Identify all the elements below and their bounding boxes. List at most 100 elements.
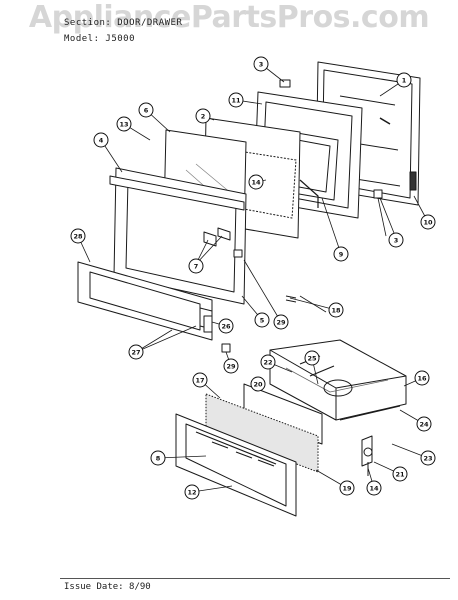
callout-circle — [93, 132, 109, 148]
callout-label: 8 — [156, 455, 161, 463]
callout-circle — [192, 372, 208, 388]
callout-circle — [70, 228, 86, 244]
callout-label: 14 — [251, 179, 261, 187]
callout-circle — [420, 214, 436, 230]
callout-label: 11 — [231, 97, 241, 105]
callout-circle — [150, 450, 166, 466]
callout-label: 12 — [187, 489, 196, 497]
callout-label: 22 — [263, 359, 272, 367]
callout-label: 27 — [131, 349, 140, 357]
callout-label: 14 — [369, 485, 379, 493]
callout-circle — [138, 102, 154, 118]
callout-circle — [339, 480, 355, 496]
callout-label: 28 — [73, 233, 83, 241]
callout-label: 24 — [419, 421, 429, 429]
callout-circle — [218, 318, 234, 334]
callout-label: 25 — [307, 355, 317, 363]
callout-c4: 4 — [93, 132, 109, 148]
model-title: Model: J5000 — [64, 34, 136, 44]
callout-c12: 12 — [184, 484, 200, 500]
callout-c9: 9 — [333, 246, 349, 262]
callout-circle — [366, 480, 382, 496]
part-front-door-frame — [109, 167, 247, 305]
part-drawer-slide — [361, 435, 373, 476]
callout-circle — [128, 344, 144, 360]
callout-c29a: 29 — [273, 314, 289, 330]
callout-circle — [392, 466, 408, 482]
callout-c24: 24 — [416, 416, 432, 432]
callout-label: 2 — [201, 113, 206, 121]
callout-circle — [388, 232, 404, 248]
issue-date: Issue Date: 8/90 — [64, 582, 151, 592]
part-drawer-body — [269, 339, 407, 421]
callout-label: 16 — [417, 375, 427, 383]
part-drawer-outer-panel — [175, 413, 297, 517]
callout-circle — [228, 92, 244, 108]
part-drawer-front — [205, 383, 323, 473]
callout-circle — [414, 370, 430, 386]
callout-label: 29 — [276, 319, 286, 327]
callout-c6: 6 — [138, 102, 154, 118]
callout-circle — [260, 354, 276, 370]
callout-c22: 22 — [260, 354, 276, 370]
callout-label: 1 — [402, 77, 407, 85]
callout-circle — [116, 116, 132, 132]
callout-label: 26 — [221, 323, 231, 331]
callout-label: 3 — [394, 237, 399, 245]
callout-label: 13 — [119, 121, 128, 129]
callout-label: 5 — [260, 317, 265, 325]
callout-c10: 10 — [420, 214, 436, 230]
callout-c29b: 29 — [223, 358, 239, 374]
callout-c28: 28 — [70, 228, 86, 244]
callout-c11: 11 — [228, 92, 244, 108]
callout-circle — [396, 72, 412, 88]
callout-circle — [184, 484, 200, 500]
callout-label: 9 — [339, 251, 344, 259]
callout-c25: 25 — [304, 350, 320, 366]
callout-circle — [416, 416, 432, 432]
section-title: Section: DOOR/DRAWER — [64, 18, 183, 28]
callout-circle — [248, 174, 264, 190]
callout-c3a: 3 — [253, 56, 269, 72]
callout-label: 23 — [423, 455, 432, 463]
callout-circle — [253, 56, 269, 72]
footer-rule — [60, 578, 450, 579]
callout-label: 7 — [194, 263, 199, 271]
callout-c14b: 14 — [366, 480, 382, 496]
callout-label: 10 — [423, 219, 433, 227]
callout-c23: 23 — [420, 450, 436, 466]
callout-label: 21 — [395, 471, 405, 479]
callout-c13: 13 — [116, 116, 132, 132]
callout-circle — [250, 376, 266, 392]
part-small-clips — [221, 79, 383, 353]
callout-label: 18 — [331, 307, 341, 315]
callout-circle — [273, 314, 289, 330]
callout-circle — [254, 312, 270, 328]
callout-label: 29 — [226, 363, 236, 371]
callout-c2: 2 — [195, 108, 211, 124]
callout-circle — [304, 350, 320, 366]
callout-circle — [420, 450, 436, 466]
callout-label: 6 — [144, 107, 149, 115]
callout-circle — [333, 246, 349, 262]
callout-c1: 1 — [396, 72, 412, 88]
callout-c3b: 3 — [388, 232, 404, 248]
callout-label: 19 — [342, 485, 352, 493]
callout-label: 4 — [99, 137, 104, 145]
callout-c16: 16 — [414, 370, 430, 386]
callout-c5: 5 — [254, 312, 270, 328]
callout-label: 20 — [253, 381, 263, 389]
callout-markers: 1233456789101112131414161718192021222324… — [70, 56, 436, 500]
callout-c19: 19 — [339, 480, 355, 496]
part-kick-panel — [77, 261, 213, 341]
watermark: AppliancePartsPros.com — [28, 0, 430, 35]
callout-c7: 7 — [188, 258, 204, 274]
callout-label: 3 — [259, 61, 264, 69]
callout-c17: 17 — [192, 372, 208, 388]
callout-c20: 20 — [250, 376, 266, 392]
callout-circle — [195, 108, 211, 124]
callout-c14a: 14 — [248, 174, 264, 190]
callout-circle — [223, 358, 239, 374]
